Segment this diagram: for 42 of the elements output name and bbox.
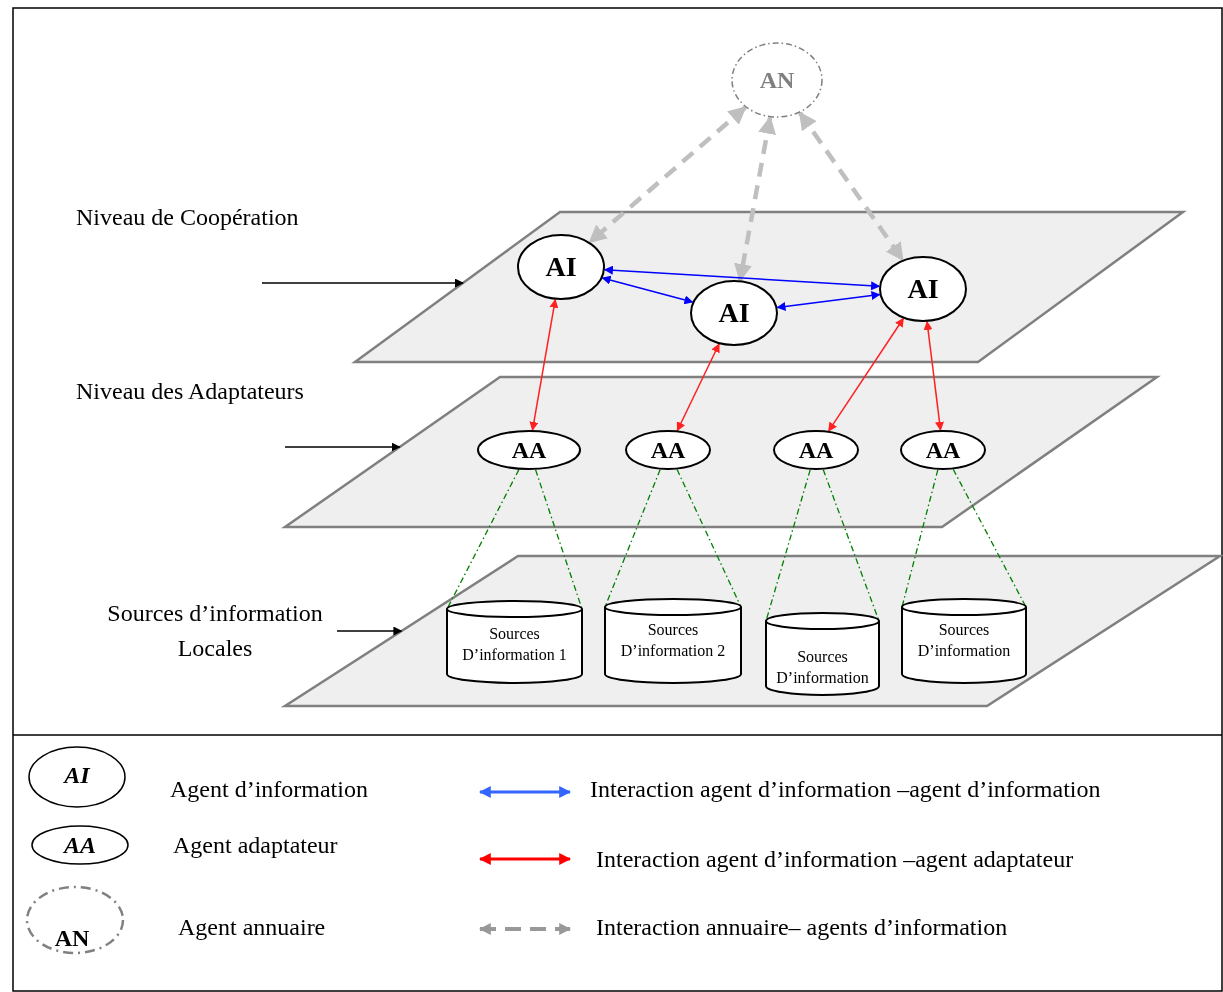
double-arrow	[601, 275, 694, 305]
legend-text: Agent d’information	[170, 775, 368, 804]
legend-text: Interaction annuaire– agents d’information	[596, 913, 1008, 942]
legend-symbol-text: AN	[54, 924, 90, 952]
dash-dot-line	[534, 469, 583, 610]
dashed-double-arrow	[798, 111, 905, 262]
database-cylinder: Sources D’information	[901, 598, 1027, 683]
level-label: Sources d’information Locales	[95, 596, 335, 666]
agent-ellipse: AA	[900, 430, 986, 470]
agent-ellipse: AI	[879, 256, 967, 322]
arrow	[336, 626, 403, 636]
level-label: Niveau de Coopération	[76, 203, 299, 232]
dashed-double-arrow	[734, 115, 776, 283]
double-arrow	[603, 265, 881, 291]
legend-text: Agent adaptateur	[173, 831, 338, 860]
level-label: Niveau des Adaptateurs	[76, 377, 304, 406]
agent-ellipse: AN	[731, 42, 823, 118]
legend-text: Agent annuaire	[178, 913, 326, 942]
dash-dot-line	[901, 469, 939, 608]
legend-text: Interaction agent d’information –agent adaptateur	[596, 845, 1074, 874]
agent-ellipse: AA	[477, 430, 581, 470]
legend-symbol-text: AI	[64, 761, 90, 789]
double-arrow	[923, 320, 944, 431]
database-cylinder: Sources D’information 1	[446, 600, 583, 683]
legend-text: Interaction agent d’information –agent d’information	[590, 775, 1101, 804]
dash-dot-line	[676, 468, 742, 608]
database-cylinder: Sources D’information	[765, 612, 880, 695]
database-cylinder: Sources D’information 2	[604, 598, 742, 683]
arrow	[261, 278, 464, 288]
legend-symbol-text: AA	[64, 831, 96, 859]
agent-ellipse: AA	[625, 430, 711, 470]
double-arrow	[676, 343, 720, 432]
dashed-double-arrow	[588, 105, 747, 244]
agent-ellipse: AI	[517, 234, 605, 300]
double-arrow	[529, 298, 559, 431]
dash-dot-line	[604, 469, 661, 608]
dash-dot-line	[822, 469, 880, 622]
double-arrow	[776, 291, 881, 311]
agent-ellipse: AI	[690, 280, 778, 346]
arrow	[284, 442, 401, 452]
double-arrow	[827, 317, 905, 432]
agent-ellipse: AA	[773, 430, 859, 470]
